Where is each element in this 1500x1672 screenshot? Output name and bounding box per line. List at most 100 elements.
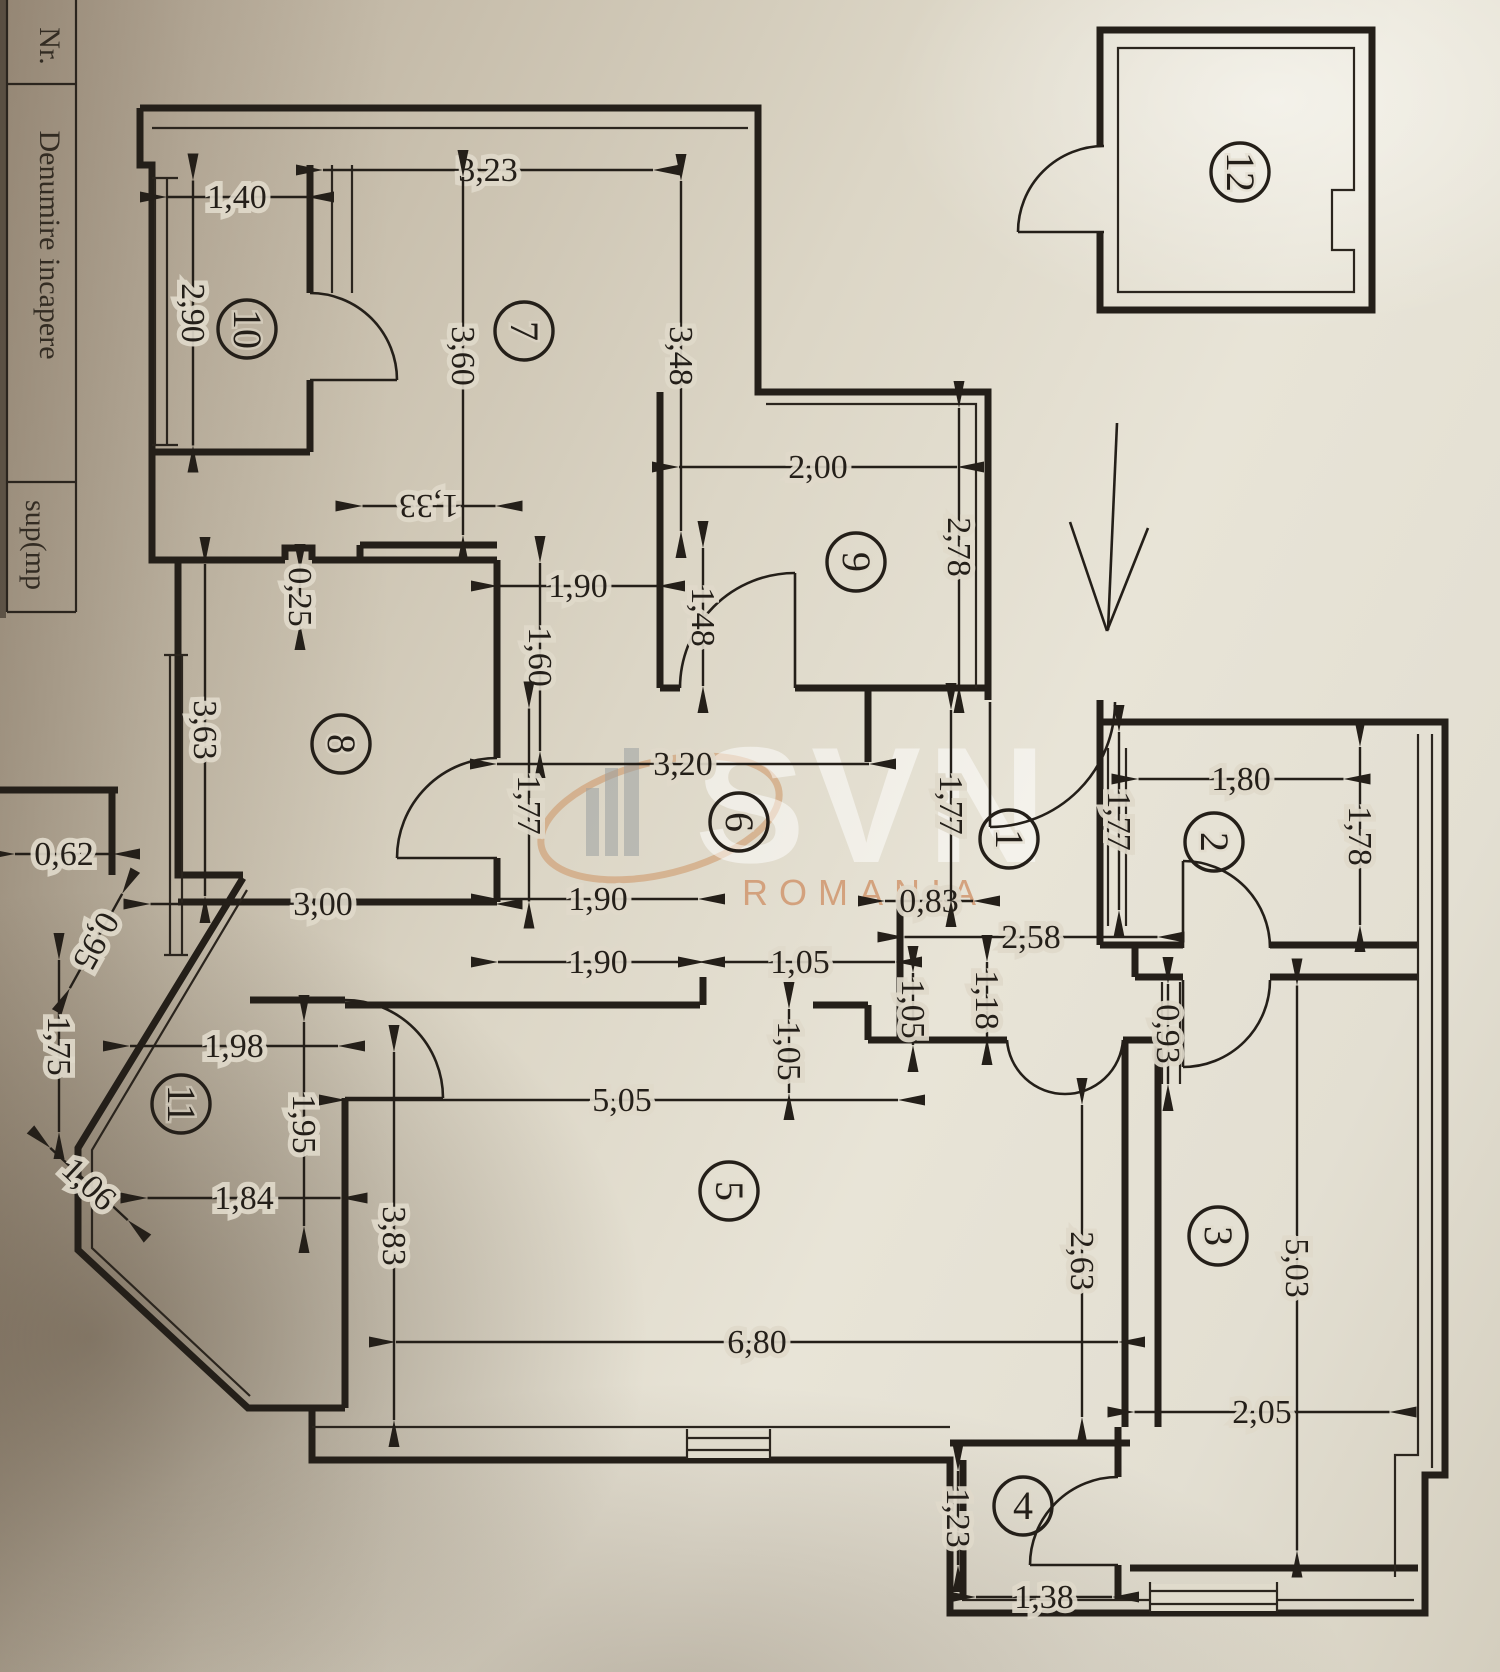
dimension-value: 2,90: [174, 283, 211, 343]
room-number-badge: 1: [978, 808, 1040, 870]
table-header: Denumire incapere: [33, 130, 66, 359]
dimension: 1,05: [889, 946, 936, 1072]
dimension-value: 2,00: [788, 449, 848, 486]
dimension-value: 3,60: [444, 326, 481, 386]
room-number: 7: [502, 321, 547, 341]
dimension: 1,80: [1111, 756, 1371, 803]
dimension: 1,84: [120, 1175, 368, 1222]
dimension-value: 1,18: [968, 970, 1005, 1030]
wall-line: [766, 402, 978, 688]
dimension: 1,18: [963, 935, 1010, 1065]
entrance-arrow-icon: [1106, 422, 1119, 631]
dimension: 1,78: [1336, 720, 1383, 952]
room-number-badge: 6: [708, 791, 770, 853]
room-number: 3: [1196, 1226, 1241, 1246]
room-number-circle: [150, 1073, 212, 1135]
dimension-value: 1,05: [894, 979, 931, 1039]
door-swing-icon: [1182, 979, 1272, 1069]
dimension-value: 1,05: [770, 1021, 807, 1081]
dimension-value: 1,90: [568, 944, 628, 981]
dimension: 2,63: [1058, 1078, 1105, 1444]
dimension-value: 5,05: [592, 1082, 652, 1119]
door-swing-icon: [395, 756, 498, 859]
dimension-value: 1,38: [1014, 1579, 1074, 1616]
dimension-value: 5,03: [1278, 1238, 1315, 1298]
door-swing-icon: [344, 998, 445, 1099]
dimension: 0,95: [51, 867, 141, 1015]
dimension: 5,03: [1273, 958, 1320, 1578]
dimension: 2,00: [652, 444, 984, 491]
dimension-value: 1,78: [1341, 806, 1378, 866]
dimension-value: 1,05: [770, 944, 830, 981]
room-number-badge: 10: [216, 298, 278, 360]
wall-line: [1116, 46, 1356, 294]
room-number-circle: [1209, 141, 1271, 203]
wall: [1096, 26, 1376, 314]
table-header: Nr.: [33, 27, 66, 65]
dimension: 1,05: [678, 939, 922, 986]
dimension-value: 3,83: [375, 1206, 412, 1266]
room-number: 2: [1192, 832, 1237, 852]
room-number-badge: 2: [1183, 811, 1245, 873]
dimension: 1,38: [949, 1574, 1139, 1621]
dimension: 1,40: [140, 174, 334, 221]
watermark-building-icon: [586, 788, 599, 856]
watermark-building-icon: [624, 748, 639, 856]
dimension-value: 2,63: [1063, 1231, 1100, 1291]
dimension: 1,75: [35, 933, 82, 1159]
entrance-arrow-icon: [1068, 422, 1150, 632]
dimension-value: 0,95: [65, 906, 126, 976]
dimension: 3,60: [439, 150, 486, 562]
window: [687, 1431, 770, 1458]
door-swing-icon: [1182, 859, 1272, 949]
dimension-value: 1,84: [214, 1180, 274, 1217]
room-number-circle: [493, 300, 555, 362]
dimension-value: 3,48: [662, 326, 699, 386]
dimension: 2,05: [1107, 1389, 1417, 1436]
dimension: 1,48: [679, 521, 726, 713]
dimension-value: 3,23: [458, 152, 518, 189]
room-number-badge: 3: [1187, 1205, 1249, 1267]
door-swing-icon: [989, 701, 1117, 829]
dimension-value: 2,05: [1232, 1394, 1292, 1431]
dimension: 1,33: [335, 482, 523, 529]
window: [1150, 1584, 1277, 1611]
room-number-badge: 8: [310, 713, 372, 775]
dimension: 1,77: [1095, 705, 1142, 937]
dimension: 3,63: [181, 537, 228, 923]
room-number-circle: [978, 808, 1040, 870]
wall: [74, 700, 1449, 1617]
room-number-badge: 9: [825, 531, 887, 593]
page-table-edge: Nr. Denumire incapere sup(mp: [0, 0, 78, 618]
room-number: 6: [717, 812, 762, 832]
dimension: 1,90: [471, 563, 685, 610]
dimension: 1,90: [471, 876, 725, 923]
dimension: 0,93: [1144, 957, 1191, 1111]
table-header: sup(mp: [19, 500, 52, 590]
dimension: 5,05: [319, 1077, 925, 1124]
door-swing-icon: [1028, 1475, 1119, 1566]
dimension: 2,78: [935, 381, 982, 713]
door-swing-icon: [309, 291, 399, 381]
dimension: 1,77: [505, 681, 552, 929]
dimension: 3,20: [470, 741, 896, 788]
door-swing-icon: [1064, 1039, 1125, 1096]
entrance-arrow-icon: [1068, 521, 1109, 632]
entrance-arrow-icon: [1105, 527, 1150, 632]
room-number: 5: [707, 1181, 752, 1201]
watermark-brand: SVN: [695, 713, 1052, 897]
room-number-circle: [1183, 811, 1245, 873]
room-number-circle: [698, 1160, 760, 1222]
watermark-building-icon: [605, 768, 618, 856]
room-number-circle: [708, 791, 770, 853]
dimension: 3,48: [657, 154, 704, 558]
wall-line: [1393, 734, 1420, 1577]
room-number: 10: [225, 309, 270, 349]
walls: [0, 26, 1449, 1617]
dimension-value: 1,77: [1100, 791, 1137, 851]
dimension-value: 1,40: [207, 179, 267, 216]
dimension-value: 1,98: [204, 1028, 264, 1065]
room-number-circle: [310, 713, 372, 775]
